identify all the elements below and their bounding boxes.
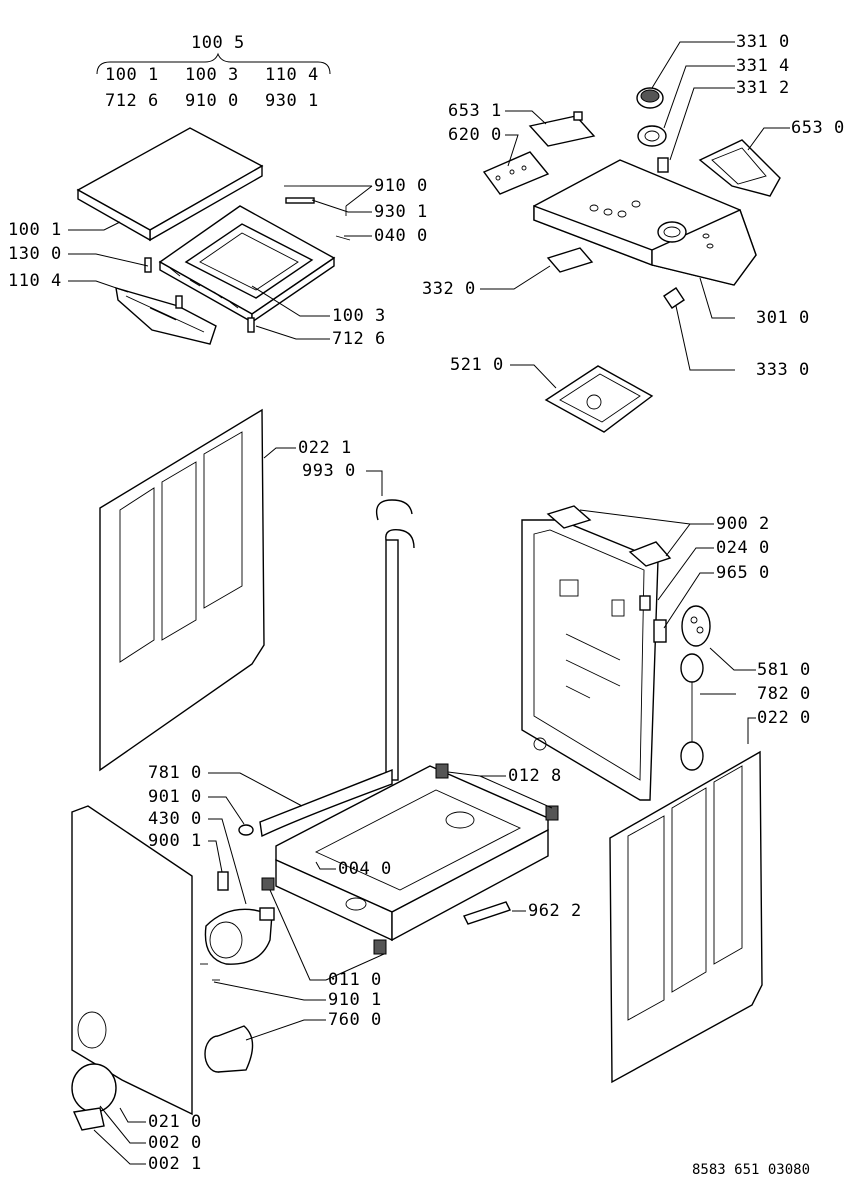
drain-pipe-781-0 bbox=[259, 768, 393, 838]
label-331-0: 331 0 bbox=[736, 32, 790, 52]
label-header-row1-b: 100 3 bbox=[185, 65, 239, 85]
label-100-1: 100 1 bbox=[8, 220, 62, 240]
label-header-row2-a: 712 6 bbox=[105, 91, 159, 111]
dial-331-4 bbox=[637, 125, 667, 147]
label-021-0: 021 0 bbox=[148, 1112, 202, 1132]
pump-430-0 bbox=[204, 907, 275, 965]
label-header-row1-a: 100 1 bbox=[105, 65, 159, 85]
hinge-clips-900-2 bbox=[546, 505, 672, 567]
label-024-0: 024 0 bbox=[716, 538, 770, 558]
tube-782-0 bbox=[680, 653, 704, 771]
header-brace bbox=[96, 52, 331, 75]
pressure-switch-581-0 bbox=[681, 605, 711, 647]
label-301-0: 301 0 bbox=[756, 308, 810, 328]
connector-965-0 bbox=[653, 619, 667, 643]
label-002-1: 002 1 bbox=[148, 1154, 202, 1174]
strip-962-2 bbox=[463, 901, 511, 925]
label-910-0: 910 0 bbox=[374, 176, 428, 196]
label-781-0: 781 0 bbox=[148, 763, 202, 783]
top-frame-100-3 bbox=[158, 205, 336, 324]
label-header-row1-c: 110 4 bbox=[265, 65, 319, 85]
label-900-1: 900 1 bbox=[148, 831, 202, 851]
filter-760-0 bbox=[204, 1025, 254, 1073]
label-760-0: 760 0 bbox=[328, 1010, 382, 1030]
clip-002-1 bbox=[72, 1107, 105, 1131]
label-331-4: 331 4 bbox=[736, 56, 790, 76]
switch-block-332-0 bbox=[546, 247, 594, 273]
label-653-0: 653 0 bbox=[791, 118, 845, 138]
back-panel bbox=[521, 519, 659, 801]
label-712-6: 712 6 bbox=[332, 329, 386, 349]
label-993-0: 993 0 bbox=[302, 461, 356, 481]
label-430-0: 430 0 bbox=[148, 809, 202, 829]
feet-011-0 bbox=[261, 877, 387, 955]
label-900-2: 900 2 bbox=[716, 514, 770, 534]
door-021-0 bbox=[71, 1063, 117, 1113]
label-910-1: 910 1 bbox=[328, 990, 382, 1010]
document-number: 8583 651 03080 bbox=[692, 1162, 811, 1178]
base-frame-004-0 bbox=[275, 765, 549, 942]
label-581-0: 581 0 bbox=[757, 660, 811, 680]
label-header-row2-b: 910 0 bbox=[185, 91, 239, 111]
label-653-1: 653 1 bbox=[448, 101, 502, 121]
side-panel-022-1 bbox=[99, 408, 265, 772]
lid-100-1 bbox=[76, 127, 264, 242]
spindle-331-2 bbox=[657, 157, 669, 173]
knob-331-0 bbox=[636, 87, 664, 109]
label-002-0: 002 0 bbox=[148, 1133, 202, 1153]
leader-lines bbox=[68, 41, 790, 1165]
label-620-0: 620 0 bbox=[448, 125, 502, 145]
label-930-1: 930 1 bbox=[374, 202, 428, 222]
drain-hose-993-0 bbox=[375, 499, 415, 781]
label-901-0: 901 0 bbox=[148, 787, 202, 807]
label-332-0: 332 0 bbox=[422, 279, 476, 299]
clip-900-1 bbox=[217, 871, 229, 891]
control-module-521-0 bbox=[544, 365, 654, 433]
display-board-620-0 bbox=[482, 151, 550, 195]
feet-012-8 bbox=[435, 763, 559, 821]
clip-333-0 bbox=[663, 287, 685, 309]
label-040-0: 040 0 bbox=[374, 226, 428, 246]
clip-024-0 bbox=[639, 595, 651, 611]
bracket-653-0 bbox=[698, 139, 781, 197]
label-header-group: 100 5 bbox=[191, 33, 245, 53]
label-130-0: 130 0 bbox=[8, 244, 62, 264]
label-782-0: 782 0 bbox=[757, 684, 811, 704]
label-004-0: 004 0 bbox=[338, 859, 392, 879]
label-011-0: 011 0 bbox=[328, 970, 382, 990]
label-331-2: 331 2 bbox=[736, 78, 790, 98]
label-965-0: 965 0 bbox=[716, 563, 770, 583]
label-333-0: 333 0 bbox=[756, 360, 810, 380]
pcb-holder-653-1 bbox=[528, 111, 596, 147]
label-962-2: 962 2 bbox=[528, 901, 582, 921]
control-panel-301-0 bbox=[533, 159, 757, 286]
label-100-3: 100 3 bbox=[332, 306, 386, 326]
label-521-0: 521 0 bbox=[450, 355, 504, 375]
label-022-0: 022 0 bbox=[757, 708, 811, 728]
label-110-4: 110 4 bbox=[8, 271, 62, 291]
front-panel bbox=[71, 805, 193, 1116]
label-header-row2-c: 930 1 bbox=[265, 91, 319, 111]
label-012-8: 012 8 bbox=[508, 766, 562, 786]
front-trim-110-4 bbox=[115, 287, 217, 345]
screws-910-1 bbox=[200, 963, 220, 981]
side-panel-022-0 bbox=[609, 750, 763, 1084]
label-022-1: 022 1 bbox=[298, 438, 352, 458]
seal-901-0 bbox=[238, 824, 254, 836]
